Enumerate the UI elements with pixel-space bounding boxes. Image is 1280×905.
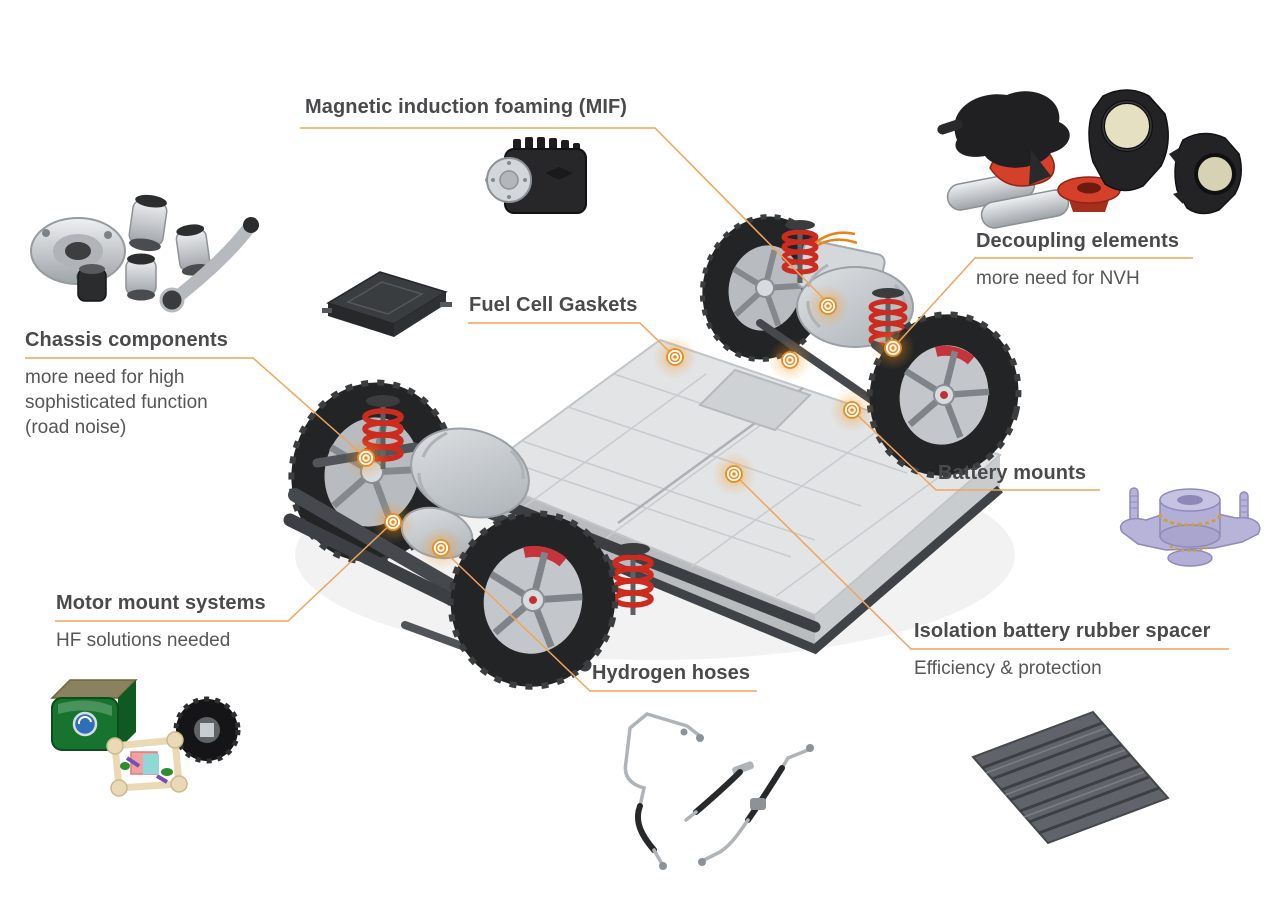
front-spring-near: [612, 543, 654, 615]
fea-model: [106, 731, 188, 797]
callout-decoupling-subtitle: more need for NVH: [976, 268, 1140, 289]
hose-right: [698, 744, 814, 866]
motor-mount-parts-image: [50, 679, 241, 797]
hotspot-fuel-cell-gasket: [652, 334, 698, 380]
callout-decoupling-title: Decoupling elements: [976, 230, 1180, 252]
hotspot-chassis-components: [343, 435, 389, 481]
hotspot-motor-mount: [370, 499, 416, 545]
callout-decoupling: Decoupling elements more need for NVH: [976, 230, 1179, 291]
front-spring-far: [362, 395, 404, 469]
motor-face: [485, 157, 532, 203]
leader-hydrogen: [440, 547, 757, 692]
bushing-3: [125, 253, 157, 301]
leader-chassis: [25, 357, 367, 459]
callout-hydrogen-hoses: Hydrogen hoses: [592, 662, 750, 685]
battery-pack: [472, 338, 1003, 655]
callout-isolation-spacer: Isolation battery rubber spacer Efficien…: [914, 620, 1211, 681]
brake-caliper-rear: [935, 345, 975, 365]
hose-middle: [684, 761, 754, 822]
callout-battery-mounts-title: Battery mounts: [938, 462, 1087, 484]
mif-part-image: [485, 137, 587, 214]
stud-left: [1129, 487, 1139, 523]
wheel-rear-near: [866, 311, 1022, 479]
hotspot-mif: [805, 283, 851, 329]
decoupling-parts-image: [937, 89, 1242, 229]
cover-front: [328, 303, 394, 337]
isolation-spacer-image: [971, 710, 1170, 845]
callout-chassis-subtitle: more need for high sophisticated functio…: [25, 367, 208, 438]
wheel-front-near: [447, 510, 619, 690]
callout-motor-mount-systems: Motor mount systems HF solutions needed: [56, 592, 266, 653]
chassis-parts-image: [30, 194, 259, 313]
wheel-front-far: [288, 379, 456, 565]
leader-battery-mounts: [851, 409, 1100, 491]
callout-motor-mounts-subtitle: HF solutions needed: [56, 630, 231, 651]
rear-motor: [796, 231, 914, 348]
green-hydromount: [50, 679, 138, 751]
ecu-cover-image: [322, 271, 452, 337]
callout-chassis-components: Chassis components more need for high so…: [25, 329, 240, 440]
callout-mif: Magnetic induction foaming (MIF): [305, 96, 627, 119]
battery-mount-cad-image: [1119, 487, 1261, 567]
callout-chassis-title: Chassis components: [25, 329, 228, 351]
corrugation-highlights: [985, 727, 1145, 818]
bushing-1: [128, 194, 168, 252]
hotspot-hydrogen-hoses: [418, 525, 464, 571]
orange-hv-cable: [806, 231, 858, 254]
corrugation-ribs: [981, 721, 1160, 835]
rear-spring-left: [781, 220, 819, 283]
bushing-black: [77, 264, 107, 302]
callout-isolation-title: Isolation battery rubber spacer: [914, 620, 1211, 642]
leader-motor-mounts: [55, 521, 394, 622]
hotspot-battery-mount: [829, 387, 875, 433]
hydrogen-hoses-image: [623, 712, 814, 870]
callout-mif-title: Magnetic induction foaming (MIF): [305, 96, 628, 118]
black-bracket-right: [1169, 132, 1242, 215]
battery-raised-box: [698, 368, 812, 432]
wheel-rear-far: [699, 214, 831, 362]
callout-fuel-cell-gaskets: Fuel Cell Gaskets: [469, 294, 637, 317]
rear-subframe: [718, 319, 967, 457]
leader-fuel-cell: [468, 322, 676, 358]
hotspot-rail-gasket: [767, 337, 813, 383]
red-grommet: [1057, 176, 1121, 212]
battery-seam: [617, 386, 804, 525]
black-round-bushing: [173, 696, 241, 764]
callout-battery-mounts: Battery mounts: [938, 462, 1086, 485]
hotspot-decoupling: [870, 325, 916, 371]
black-bracket-center: [1088, 89, 1169, 192]
front-motor: [400, 427, 530, 560]
center-bushing: [1158, 488, 1222, 567]
callout-hydrogen-title: Hydrogen hoses: [592, 662, 751, 684]
bushing-2: [175, 224, 211, 276]
control-arm: [159, 217, 259, 313]
ground-shadow: [295, 450, 1015, 660]
front-subframe: [283, 442, 821, 672]
hose-left: [623, 712, 704, 870]
brake-caliper-front: [523, 545, 567, 567]
battery-under-rail: [475, 485, 1003, 655]
stud-right: [1239, 491, 1249, 525]
black-bracket-left: [937, 91, 1070, 185]
rear-spring-right: [868, 288, 908, 357]
hotspot-isolation-spacer: [711, 451, 757, 497]
leader-decoupling: [892, 257, 1193, 349]
callout-motor-mounts-title: Motor mount systems: [56, 592, 266, 614]
battery-panel-lines: [497, 373, 962, 597]
callout-isolation-subtitle: Efficiency & protection: [914, 658, 1102, 679]
callout-fuel-cell-title: Fuel Cell Gaskets: [469, 294, 638, 316]
